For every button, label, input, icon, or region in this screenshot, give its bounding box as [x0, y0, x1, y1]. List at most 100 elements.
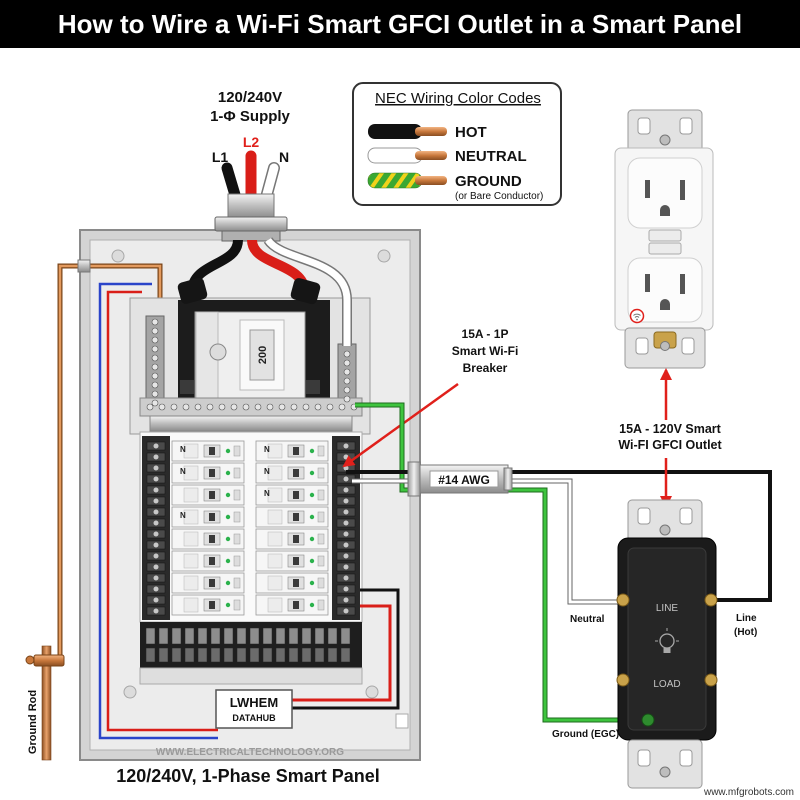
breaker-status-led	[225, 492, 231, 498]
neutral-bar-screw	[343, 359, 351, 367]
outlet-callout-line1: 15A - 120V Smart	[619, 422, 722, 436]
breaker-status-led	[309, 470, 315, 476]
breaker-terminal	[233, 467, 241, 479]
breaker-handle	[209, 579, 215, 587]
nec-color-code-legend: NEC Wiring Color Codes HOT NEUTRAL GROUN…	[352, 82, 562, 206]
breaker-label-area	[267, 575, 283, 591]
breaker-status-led	[225, 514, 231, 520]
bottom-terminal	[327, 627, 338, 645]
mounting-screw	[659, 524, 671, 536]
breaker-label-area	[183, 531, 199, 547]
legend-ground-label: GROUND	[455, 173, 522, 190]
terminal-screw	[343, 498, 349, 504]
breaker-label-area	[183, 443, 199, 459]
breaker-terminal	[233, 599, 241, 611]
branch-breaker	[255, 484, 329, 506]
branch-breaker	[171, 528, 245, 550]
ground-bar-screw	[290, 403, 298, 411]
outlet-callout-line2: Wi-FI GFCI Outlet	[618, 438, 722, 452]
ground-bar-screw	[326, 403, 334, 411]
bottom-terminal	[236, 647, 247, 663]
bottom-terminal	[184, 627, 195, 645]
datahub-label: DATAHUB	[232, 713, 276, 723]
datahub-red-wire	[292, 604, 392, 702]
terminal-screw	[343, 597, 349, 603]
neutral-conductor	[265, 237, 351, 346]
load-neutral-screw	[616, 673, 630, 687]
internal-right-wires	[292, 588, 409, 729]
ground-bar-screw	[158, 403, 166, 411]
ground-bar-screw	[230, 403, 238, 411]
breaker-label-area	[183, 465, 199, 481]
breaker-status-led	[309, 492, 315, 498]
ground-rod: Ground Rod	[25, 645, 65, 761]
bottom-terminal	[262, 647, 273, 663]
neutral-bar-screw	[343, 368, 351, 376]
bottom-terminal	[275, 627, 286, 645]
bottom-terminal	[197, 627, 208, 645]
datahub-box	[215, 689, 293, 729]
terminal-screw	[153, 531, 159, 537]
supply-voltage: 120/240V	[218, 89, 282, 106]
l2-lug	[290, 278, 321, 305]
supply-phase: 1-Φ Supply	[210, 108, 290, 125]
breaker-handle	[209, 447, 215, 455]
main-breaker-section: 200	[129, 297, 371, 435]
lightbulb-icon	[655, 628, 679, 653]
neutral-mark: N	[180, 445, 186, 454]
branch-breaker-section: N N N N N N	[139, 431, 363, 685]
outlet-callout: 15A - 120V Smart Wi-FI GFCI Outlet	[618, 368, 723, 508]
hot-branch-wire	[346, 470, 772, 602]
breaker-handle	[209, 557, 215, 565]
ground-egc-label: Ground (EGC)	[552, 729, 619, 740]
bottom-terminal	[340, 627, 351, 645]
l1-label: L1	[212, 149, 229, 165]
neutral-bar-screw	[151, 336, 159, 344]
neutral-bar-screw	[151, 372, 159, 380]
breaker-terminal	[317, 555, 325, 567]
breaker-label-area	[183, 575, 199, 591]
ground-bar-screw	[146, 403, 154, 411]
breaker-status-led	[225, 580, 231, 586]
bottom-terminal	[288, 627, 299, 645]
breaker-status-led	[225, 536, 231, 542]
branch-breaker	[171, 572, 245, 594]
neutral-bar-screw	[343, 377, 351, 385]
legend-hot-label: HOT	[455, 124, 487, 141]
branch-breaker	[171, 440, 245, 462]
branch-breaker	[255, 528, 329, 550]
terminal-screw	[343, 564, 349, 570]
main-breaker-rating: 200	[257, 346, 269, 364]
ground-bar-screw	[338, 403, 346, 411]
terminal-screw	[153, 454, 159, 460]
breaker-handle	[293, 601, 299, 609]
terminal-screw	[153, 586, 159, 592]
legend-neutral-conductor	[415, 151, 447, 160]
blue-wire	[98, 282, 218, 740]
ground-bar-screw	[302, 403, 310, 411]
breaker-handle	[293, 557, 299, 565]
breaker-terminal	[317, 489, 325, 501]
load-terminal-label: LOAD	[653, 679, 680, 690]
breaker-status-led	[309, 514, 315, 520]
breaker-status-led	[309, 602, 315, 608]
knockout	[111, 249, 125, 263]
bottom-terminal	[223, 627, 234, 645]
cable-gauge-tag	[429, 470, 499, 488]
breaker-terminal	[233, 445, 241, 457]
breaker-status-led	[225, 470, 231, 476]
neutral-bar-screw	[343, 386, 351, 394]
breaker-handle	[293, 535, 299, 543]
mounting-screw	[660, 341, 670, 351]
legend-neutral-label: NEUTRAL	[455, 148, 527, 165]
branch-breaker	[171, 484, 245, 506]
ground-rod-clamp	[33, 654, 65, 667]
ground-bar-screw	[266, 403, 274, 411]
ground-rod-body	[41, 645, 52, 761]
terminal-screw	[153, 465, 159, 471]
bottom-terminal	[340, 647, 351, 663]
breaker-handle	[209, 535, 215, 543]
breaker-label-area	[267, 531, 283, 547]
legend-hot-conductor	[415, 127, 447, 136]
